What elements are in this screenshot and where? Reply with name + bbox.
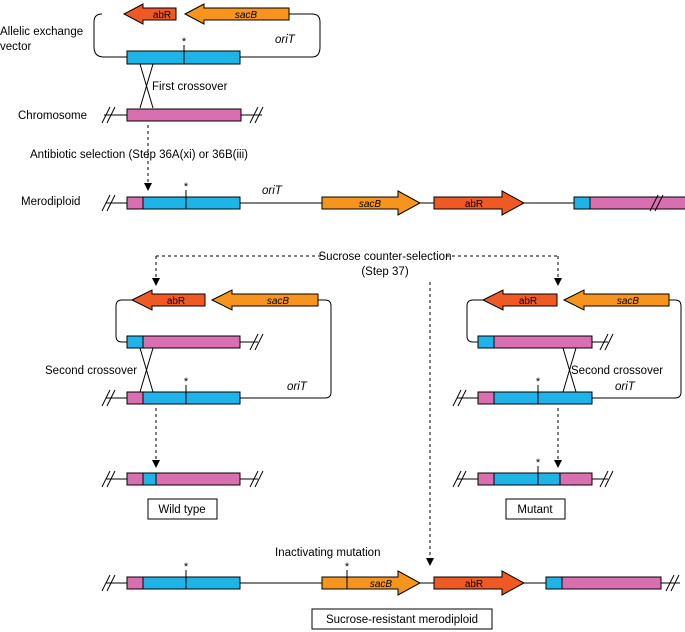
oriT-label-merodiploid: oriT bbox=[262, 185, 283, 197]
sacB-label-right: sacB bbox=[617, 296, 640, 307]
sacB-label-bottom: sacB bbox=[370, 579, 393, 590]
abR-arrow-bottom bbox=[433, 570, 526, 596]
right-second-crossover-lines bbox=[562, 347, 577, 393]
sucrose-step-label: (Step 37) bbox=[361, 266, 408, 278]
wild-type-row bbox=[101, 470, 264, 488]
abR-arrow-right bbox=[481, 289, 558, 311]
sucrose-resistant-row: * * sacB abR bbox=[101, 561, 680, 596]
abR-label-bottom: abR bbox=[465, 579, 483, 590]
mutation-star-left: * bbox=[184, 376, 189, 388]
left-excised-plasmid: abR sacB bbox=[115, 289, 332, 399]
vector-plasmid: abR sacB oriT * bbox=[93, 3, 321, 65]
sacB-arrow-merodiploid bbox=[321, 190, 422, 216]
left-second-crossover-lines bbox=[139, 347, 154, 393]
abR-arrow-merodiploid bbox=[433, 190, 526, 216]
abR-label-vector: abR bbox=[153, 10, 171, 21]
sucrose-resistant-box bbox=[311, 608, 493, 630]
oriT-label-vector: oriT bbox=[275, 34, 296, 46]
sucrose-counter-selection-label: Sucrose counter-selection bbox=[319, 251, 452, 263]
abR-label-merodiploid: abR bbox=[465, 199, 483, 210]
first-crossover-label: First crossover bbox=[152, 81, 228, 93]
mutation-star-right: * bbox=[536, 376, 541, 388]
mutant-row: * bbox=[452, 457, 614, 488]
vector-label-line1: Allelic exchange bbox=[0, 26, 83, 38]
abR-label-left: abR bbox=[167, 296, 185, 307]
mutation-star-bottom: * bbox=[184, 561, 189, 573]
sacB-label-merodiploid: sacB bbox=[359, 199, 382, 210]
wild-type-box bbox=[147, 498, 218, 520]
sacB-arrow-vector bbox=[183, 3, 290, 25]
abR-arrow-vector bbox=[122, 3, 177, 25]
second-crossover-label-right: Second crossover bbox=[571, 365, 663, 377]
mutation-star-merodiploid: * bbox=[184, 181, 189, 193]
wild-type-label: Wild type bbox=[158, 504, 205, 516]
right-excised-plasmid: abR sacB bbox=[466, 289, 682, 399]
oriT-label-left: oriT bbox=[287, 381, 308, 393]
sucrose-resistant-label: Sucrose-resistant merodiploid bbox=[326, 614, 478, 626]
mutant-box bbox=[505, 498, 566, 520]
mutation-star-vector: * bbox=[182, 36, 187, 48]
vector-label-line2: vector bbox=[0, 41, 31, 53]
first-crossover-lines bbox=[139, 63, 154, 109]
chromosome-row bbox=[101, 106, 264, 124]
antibiotic-selection-label: Antibiotic selection (Step 36A(xi) or 36… bbox=[30, 149, 248, 161]
merodiploid-label: Merodiploid bbox=[21, 196, 80, 208]
merodiploid-row: * oriT sacB abR bbox=[101, 181, 685, 216]
sacB-arrow-left bbox=[210, 289, 319, 311]
oriT-label-right: oriT bbox=[615, 381, 636, 393]
sacB-label-left: sacB bbox=[267, 296, 290, 307]
chromosome-label: Chromosome bbox=[18, 110, 87, 122]
mutation-star-sacB: * bbox=[345, 561, 350, 573]
sacB-label-vector: sacB bbox=[235, 10, 258, 21]
sucrose-branch-arrows bbox=[152, 255, 562, 566]
mutation-star-mutant: * bbox=[536, 457, 541, 469]
chromosome-target-region bbox=[126, 108, 242, 122]
inactivating-mutation-label: Inactivating mutation bbox=[275, 547, 380, 559]
mutant-label: Mutant bbox=[517, 504, 553, 516]
left-chromosome-row: * oriT bbox=[101, 376, 308, 407]
right-chromosome-row: * oriT bbox=[452, 376, 636, 407]
second-crossover-label-left: Second crossover bbox=[45, 365, 137, 377]
abR-label-right: abR bbox=[519, 296, 537, 307]
abR-arrow-left bbox=[130, 289, 206, 311]
